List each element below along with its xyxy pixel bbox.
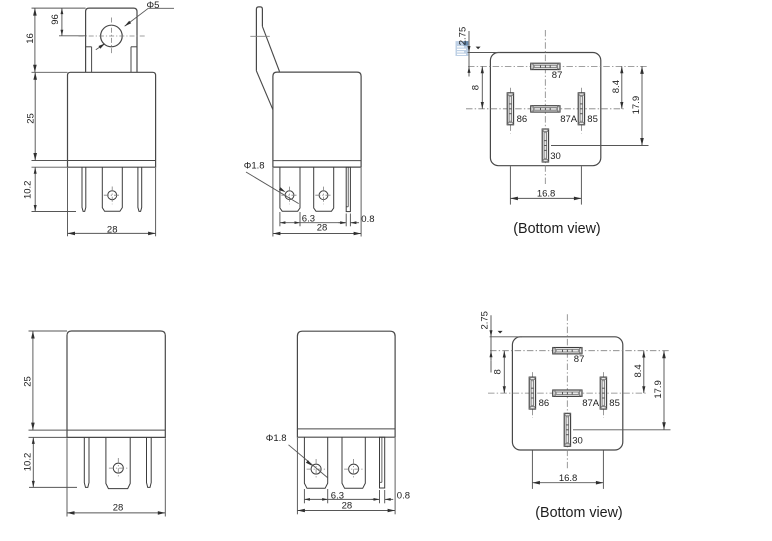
svg-text:30: 30: [550, 151, 561, 162]
svg-text:2.75: 2.75: [457, 27, 468, 46]
svg-text:0.8: 0.8: [361, 214, 374, 225]
svg-text:Φ1.8: Φ1.8: [244, 161, 265, 172]
svg-text:28: 28: [317, 222, 328, 233]
svg-text:8: 8: [470, 85, 481, 90]
svg-text:96: 96: [50, 14, 61, 25]
svg-text:10.2: 10.2: [23, 181, 34, 200]
svg-text:8.4: 8.4: [611, 80, 622, 93]
svg-text:6.3: 6.3: [302, 214, 315, 225]
svg-text:Φ5: Φ5: [147, 0, 160, 11]
svg-text:25: 25: [23, 376, 34, 387]
svg-text:16.8: 16.8: [537, 189, 556, 200]
svg-text:(Bottom view): (Bottom view): [513, 221, 600, 237]
svg-text:28: 28: [113, 502, 124, 513]
svg-text:28: 28: [342, 500, 353, 511]
svg-text:6.3: 6.3: [331, 490, 344, 501]
svg-text:85: 85: [587, 114, 598, 125]
svg-text:87A: 87A: [560, 114, 578, 125]
svg-text:17.9: 17.9: [631, 96, 642, 115]
svg-text:86: 86: [517, 114, 528, 125]
svg-text:87: 87: [552, 70, 563, 81]
svg-text:10.2: 10.2: [23, 453, 34, 472]
svg-text:0.8: 0.8: [397, 491, 410, 502]
svg-text:16: 16: [25, 33, 36, 44]
svg-text:28: 28: [107, 225, 118, 236]
svg-text:Φ1.8: Φ1.8: [266, 433, 287, 444]
svg-text:25: 25: [25, 113, 36, 124]
